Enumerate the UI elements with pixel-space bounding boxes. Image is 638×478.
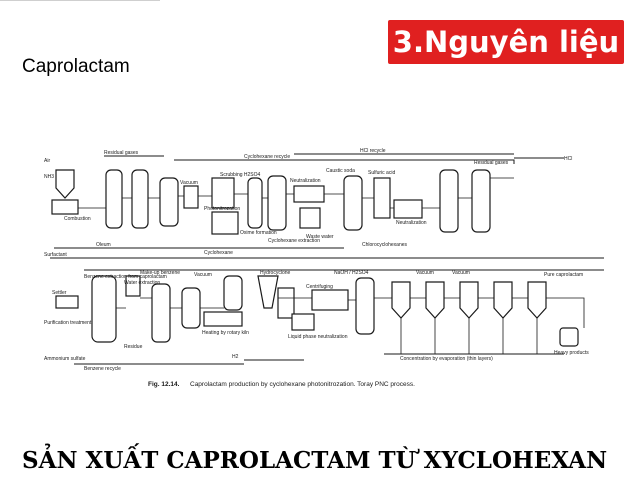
slide-footer: SẢN XUẤT CAPROLACTAM TỪ XYCLOHEXAN	[22, 447, 608, 474]
settler-unit	[55, 295, 79, 309]
label-vacuum: Vacuum	[180, 180, 198, 186]
heavy-products-drum	[559, 327, 579, 347]
process-flow-svg: Air NH3 Combustion Residual gases Cycloh…	[44, 148, 604, 388]
oxime-column	[267, 175, 287, 231]
scrubber-box	[183, 185, 199, 209]
figure-label: Fig. 12.14.	[148, 381, 180, 388]
label-hcl-recycle: HCl recycle	[360, 148, 386, 154]
absorption-column-2	[131, 169, 149, 229]
scrubbing-tank	[211, 177, 235, 209]
top-edge-line	[0, 0, 160, 1]
liquid-phase-tank	[291, 313, 315, 331]
label-cyclohexane: Cyclohexane	[204, 250, 233, 256]
label-hcl: HCl	[564, 156, 572, 162]
label-benzene-extraction: Benzene extraction from caprolactam	[84, 274, 167, 280]
evaporator-3	[459, 281, 479, 319]
label-residual-gases: Residual gases	[104, 150, 139, 156]
label-neutralization-2: Neutralization	[396, 220, 427, 226]
slide-subtitle: Caprolactam	[22, 56, 130, 77]
evaporator-2	[425, 281, 445, 319]
label-centrifuging: Centrifuging	[306, 284, 333, 290]
label-pure-caprolactam: Pure caprolactam	[544, 272, 583, 278]
caustic-soda-tank	[277, 287, 295, 319]
label-concentration: Concentration by evaporation (thin layer…	[400, 356, 493, 362]
evaporator-1	[391, 281, 411, 319]
label-air: Air	[44, 158, 50, 164]
label-caustic-soda: Caustic soda	[326, 168, 355, 174]
label-oxime-formation: Oxime formation	[240, 230, 277, 236]
label-cyclohexane-recycle: Cyclohexane recycle	[244, 154, 290, 160]
photonitrozation-reactor	[211, 211, 239, 235]
label-heating-rotary-kiln: Heating by rotary kiln	[202, 330, 249, 336]
label-purification-treatment: Purification treatment	[44, 320, 92, 326]
hcl-absorber-column	[471, 169, 491, 233]
label-heavy-products: Heavy products	[554, 350, 589, 356]
hcl-recovery-column	[439, 169, 459, 233]
label-makeup-benzene: Make-up benzene	[140, 270, 180, 276]
label-nh3: NH3	[44, 174, 54, 180]
centrifuge-unit	[311, 289, 349, 311]
rotary-kiln	[203, 311, 243, 327]
neutralization-column	[355, 277, 375, 335]
label-ammonium-sulfate: Ammonium sulfate	[44, 356, 86, 362]
figure-caption: Caprolactam production by cyclohexane ph…	[190, 381, 415, 388]
label-naoh-h2so4: NaOH / H2SO4	[334, 270, 369, 276]
title-badge: 3.Nguyên liệu	[388, 20, 624, 64]
label-scrubbing: Scrubbing H2SO4	[220, 172, 261, 178]
cyclohexane-recycle-line	[174, 159, 515, 164]
neutralization-tank-1	[293, 185, 325, 203]
hydrocyclone	[257, 275, 279, 309]
label-h2: H2	[232, 354, 239, 360]
neutralization-tank-2	[393, 199, 423, 219]
process-flow-diagram: Air NH3 Combustion Residual gases Cycloh…	[44, 148, 624, 394]
label-waste-water: Waste water	[306, 234, 334, 240]
label-settler: Settler	[52, 290, 67, 296]
evaporator-4	[493, 281, 513, 319]
label-chlorocyclohexanes: Chlorocyclohexanes	[362, 242, 408, 248]
label-combustion: Combustion	[64, 216, 91, 222]
label-surfactant: Surfactant	[44, 252, 67, 258]
label-vacuum-4: Vacuum	[452, 270, 470, 276]
hydrocyclone-column	[223, 275, 243, 311]
label-benzene-recycle: Benzene recycle	[84, 366, 121, 372]
label-photonitrozation: Photonitrozation	[204, 206, 240, 212]
label-sulfuric-acid: Sulfuric acid	[368, 170, 395, 176]
absorption-column-1	[105, 169, 123, 229]
sulfuric-tank	[373, 177, 391, 219]
combustion-unit	[51, 199, 79, 215]
label-cyclohexane-extraction: Cyclohexane extraction	[268, 238, 320, 244]
evaporator-5	[527, 281, 547, 319]
purification-column	[181, 287, 201, 329]
waste-water-tank	[299, 207, 321, 229]
label-vacuum-2: Vacuum	[194, 272, 212, 278]
label-residue: Residue	[124, 344, 143, 350]
slide-title: 3.Nguyên liệu	[392, 25, 620, 59]
water-extraction-column	[151, 283, 171, 343]
benzene-extraction-column	[91, 275, 117, 343]
extraction-column	[247, 177, 263, 229]
label-water-extraction: Water extraction	[124, 280, 160, 286]
label-hydrocyclone: Hydrocyclone	[260, 270, 291, 276]
air-hopper	[55, 169, 75, 199]
label-liquid-phase-neutralization: Liquid phase neutralization	[288, 334, 348, 340]
label-oleum: Oleum	[96, 242, 111, 248]
label-neutralization-1: Neutralization	[290, 178, 321, 184]
nitrosyl-column	[159, 177, 179, 227]
water-extraction-tank	[125, 275, 141, 297]
label-residual-gases-2: Residual gases	[474, 160, 509, 166]
label-vacuum-3: Vacuum	[416, 270, 434, 276]
caustic-column	[343, 175, 363, 231]
